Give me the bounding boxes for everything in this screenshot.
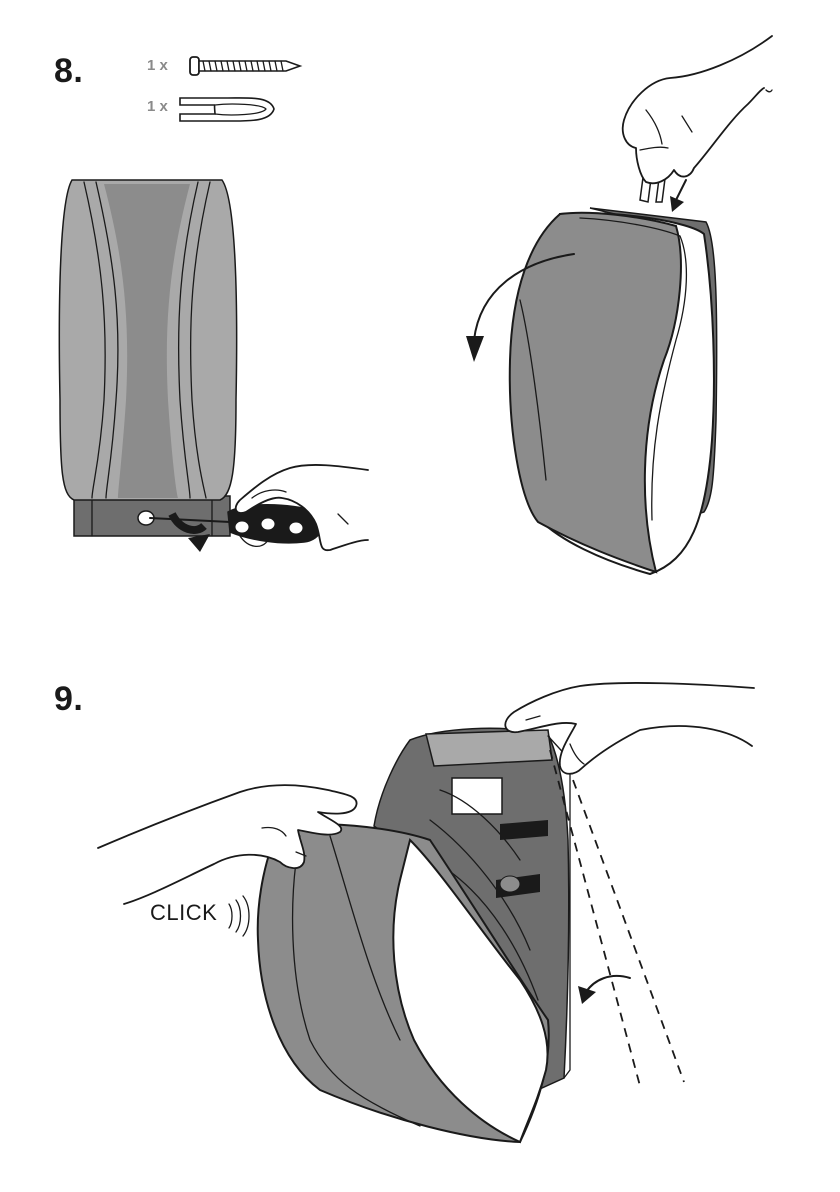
closed-dispenser xyxy=(59,180,236,536)
key-tool-icon xyxy=(180,98,274,121)
push-arrow-icon xyxy=(670,180,686,212)
close-arrow-icon xyxy=(578,976,630,1004)
hand-key-tool xyxy=(623,36,772,183)
click-sound-icon xyxy=(229,896,249,936)
screw-icon xyxy=(190,57,300,75)
